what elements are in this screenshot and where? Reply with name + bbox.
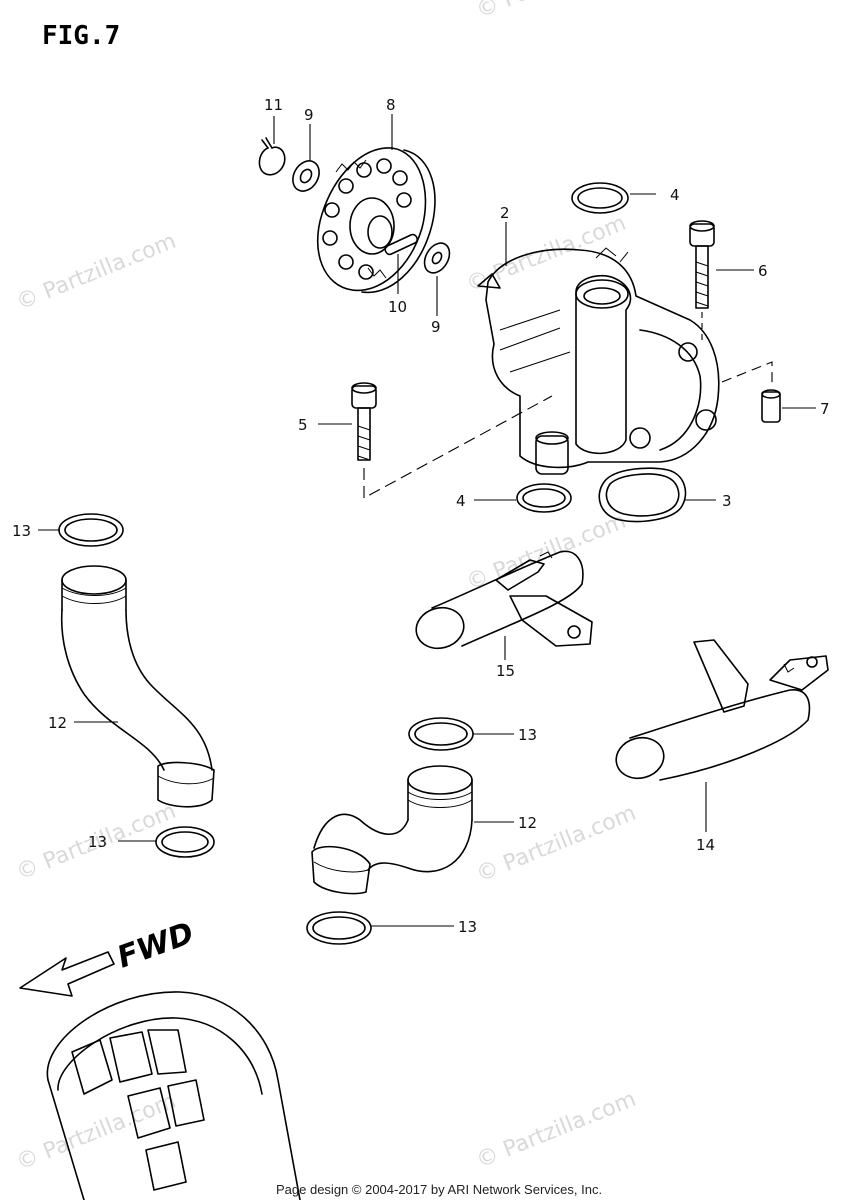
callout-5: 5 [298, 416, 308, 434]
callout-15: 15 [496, 662, 515, 680]
watermark: © Partzilla.com [473, 1087, 640, 1174]
callout-12: 12 [48, 714, 67, 732]
oil-pipe-part-14 [615, 639, 829, 781]
callout-13: 13 [518, 726, 537, 744]
callout-8: 8 [386, 96, 396, 114]
callout-7: 7 [820, 400, 830, 418]
o-ring-part-13-center-upper [408, 717, 474, 751]
o-ring-part-13-lower-left [155, 826, 215, 858]
o-ring-part-4-lower [516, 483, 572, 513]
callout-2: 2 [500, 204, 510, 222]
gasket-part-3 [598, 467, 687, 523]
copyright-footer: Page design © 2004-2017 by ARI Network S… [276, 1182, 602, 1197]
watermark: © Partzilla.com [473, 0, 640, 24]
fwd-label: FWD [113, 916, 199, 976]
callout-3: 3 [722, 492, 732, 510]
callout-9: 9 [304, 106, 314, 124]
bolt-part-5 [351, 382, 377, 461]
callout-10: 10 [388, 298, 407, 316]
o-ring-part-4-upper [571, 182, 629, 214]
callout-4: 4 [670, 186, 680, 204]
forward-direction-arrow: FWD [19, 916, 199, 997]
callout-13: 13 [88, 833, 107, 851]
callout-14: 14 [696, 836, 715, 854]
oil-pipe-part-15 [415, 550, 593, 650]
washer-part-9-lower [423, 242, 451, 274]
dowel-pin-part-7 [761, 389, 781, 423]
oil-pump-body-part-2 [477, 247, 720, 475]
o-ring-part-13-bottom-center [306, 911, 372, 945]
figure-title: FIG.7 [42, 21, 120, 51]
oil-filter [46, 991, 301, 1200]
watermark: © Partzilla.com [473, 801, 640, 888]
oil-pipe-part-12-left [60, 565, 215, 808]
callout-13: 13 [12, 522, 31, 540]
pump-gear-part-8 [316, 147, 436, 294]
callout-9: 9 [431, 318, 441, 336]
bolt-part-6 [689, 220, 715, 309]
callout-leaders [38, 114, 816, 927]
callout-11: 11 [264, 96, 283, 114]
callout-labels: 11 9 8 4 2 6 10 9 5 7 4 3 13 15 12 13 12… [12, 96, 830, 936]
circlip-part-11 [258, 137, 286, 176]
callout-4: 4 [456, 492, 466, 510]
o-ring-part-13-upper-left [58, 513, 124, 547]
callout-6: 6 [758, 262, 768, 280]
callout-13: 13 [458, 918, 477, 936]
washer-part-9-upper [292, 160, 320, 192]
watermark: © Partzilla.com [13, 229, 180, 316]
watermarks: © Partzilla.com © Partzilla.com © Partzi… [13, 0, 640, 1176]
pin-part-10 [384, 233, 419, 256]
oil-pipe-part-12-center [311, 765, 473, 895]
callout-12: 12 [518, 814, 537, 832]
